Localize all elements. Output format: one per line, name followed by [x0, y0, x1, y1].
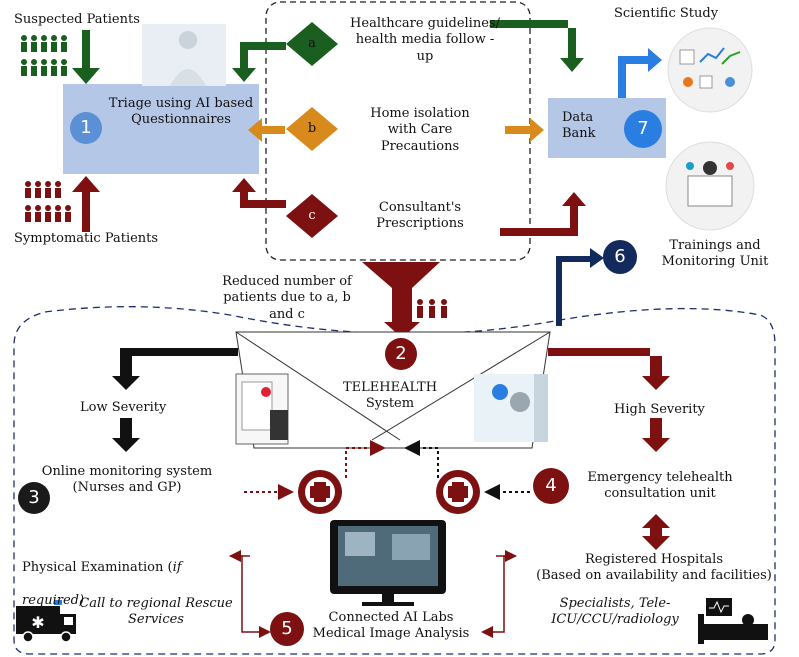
specialists-label: Specialists, Tele- ICU/CCU/radiology [551, 596, 679, 628]
low-severity-label: Low Severity [80, 400, 167, 415]
symptomatic-patients-label: Symptomatic Patients [14, 231, 159, 246]
option-c-arrow [232, 178, 286, 208]
data-bank-label: Data Bank [562, 110, 596, 142]
databank-to-study-arrow [618, 48, 662, 98]
call-rescue-label: Call to regional Rescue Services [79, 596, 233, 628]
doctor-image [142, 24, 226, 86]
scientific-study-label: Scientific Study [614, 6, 719, 21]
option-c-text: Consultant's Prescriptions [376, 200, 464, 232]
reduced-people-icon [417, 299, 447, 318]
high-severity-down [642, 418, 670, 452]
option-b-text: Home isolation with Care Precautions [370, 106, 470, 154]
option-c-to-databank [500, 192, 586, 236]
diamond-a [286, 22, 338, 66]
option-a-arrow [232, 42, 286, 82]
option-a-text: Healthcare guidelines/ health media foll… [350, 16, 500, 64]
scientific-study-icon [667, 27, 753, 113]
ambulance-icon: ✱ [16, 600, 76, 643]
telehealth-dashed-region [13, 306, 776, 655]
low-severity-down [112, 418, 140, 452]
diamond-b [286, 107, 338, 151]
medical-cross-icon-left [298, 470, 342, 514]
suspected-patients-label: Suspected Patients [14, 12, 140, 27]
step-6-node: 6 [603, 240, 637, 274]
step-4-node: 4 [533, 468, 569, 504]
connected-ai-label: Connected AI Labs Medical Image Analysis [312, 610, 470, 642]
step-1-node: 1 [70, 112, 102, 144]
online-monitoring-label: Online monitoring system (Nurses and GP) [41, 464, 213, 496]
funnel-arrow [362, 262, 440, 338]
physical-exam-required: required) [22, 592, 85, 608]
option-b-arrow [248, 118, 285, 142]
step-7-node: 7 [624, 110, 662, 148]
diamond-a-label: a [308, 36, 316, 51]
diamond-b-label: b [307, 121, 317, 136]
reduced-patients-label: Reduced number of patients due to a, b a… [222, 274, 352, 322]
physical-exam-label: Physical Examination (if required) [22, 544, 182, 609]
trainings-label: Trainings and Monitoring Unit [661, 238, 769, 270]
symptomatic-people-icon [25, 181, 71, 222]
stethoscope-image [474, 374, 548, 442]
svg-text:✱: ✱ [31, 613, 44, 632]
high-severity-arrow [548, 348, 670, 390]
hospital-bed-icon [698, 598, 768, 644]
step-5-node: 5 [270, 612, 304, 646]
navy-arrow-6 [556, 248, 604, 326]
diamond-c [286, 194, 338, 238]
low-severity-arrow [112, 348, 238, 390]
physical-exam-text: Physical Examination ( [22, 560, 173, 576]
physical-exam-if: if [172, 560, 182, 576]
emergency-hospital-arrow [642, 514, 670, 550]
emergency-label: Emergency telehealth consultation unit [587, 470, 733, 502]
clipboard-icon [235, 373, 289, 445]
option-a-to-databank [490, 20, 584, 72]
trainings-icon [665, 141, 755, 231]
registered-hospitals-label: Registered Hospitals (Based on availabil… [536, 552, 772, 584]
high-severity-label: High Severity [614, 402, 705, 417]
step-2-node: 2 [385, 338, 417, 370]
option-b-to-databank [505, 118, 544, 142]
step-3-node: 3 [18, 482, 50, 514]
monitor-icon [330, 520, 446, 606]
medical-cross-icon-right [436, 470, 480, 514]
symptomatic-arrow [72, 176, 100, 232]
triage-label: Triage using AI based Questionnaires [108, 96, 254, 128]
telehealth-label: TELEHEALTH System [342, 380, 438, 412]
diamond-c-label: c [308, 208, 316, 223]
suspected-arrow [72, 30, 100, 84]
suspected-people-icon [21, 35, 67, 76]
